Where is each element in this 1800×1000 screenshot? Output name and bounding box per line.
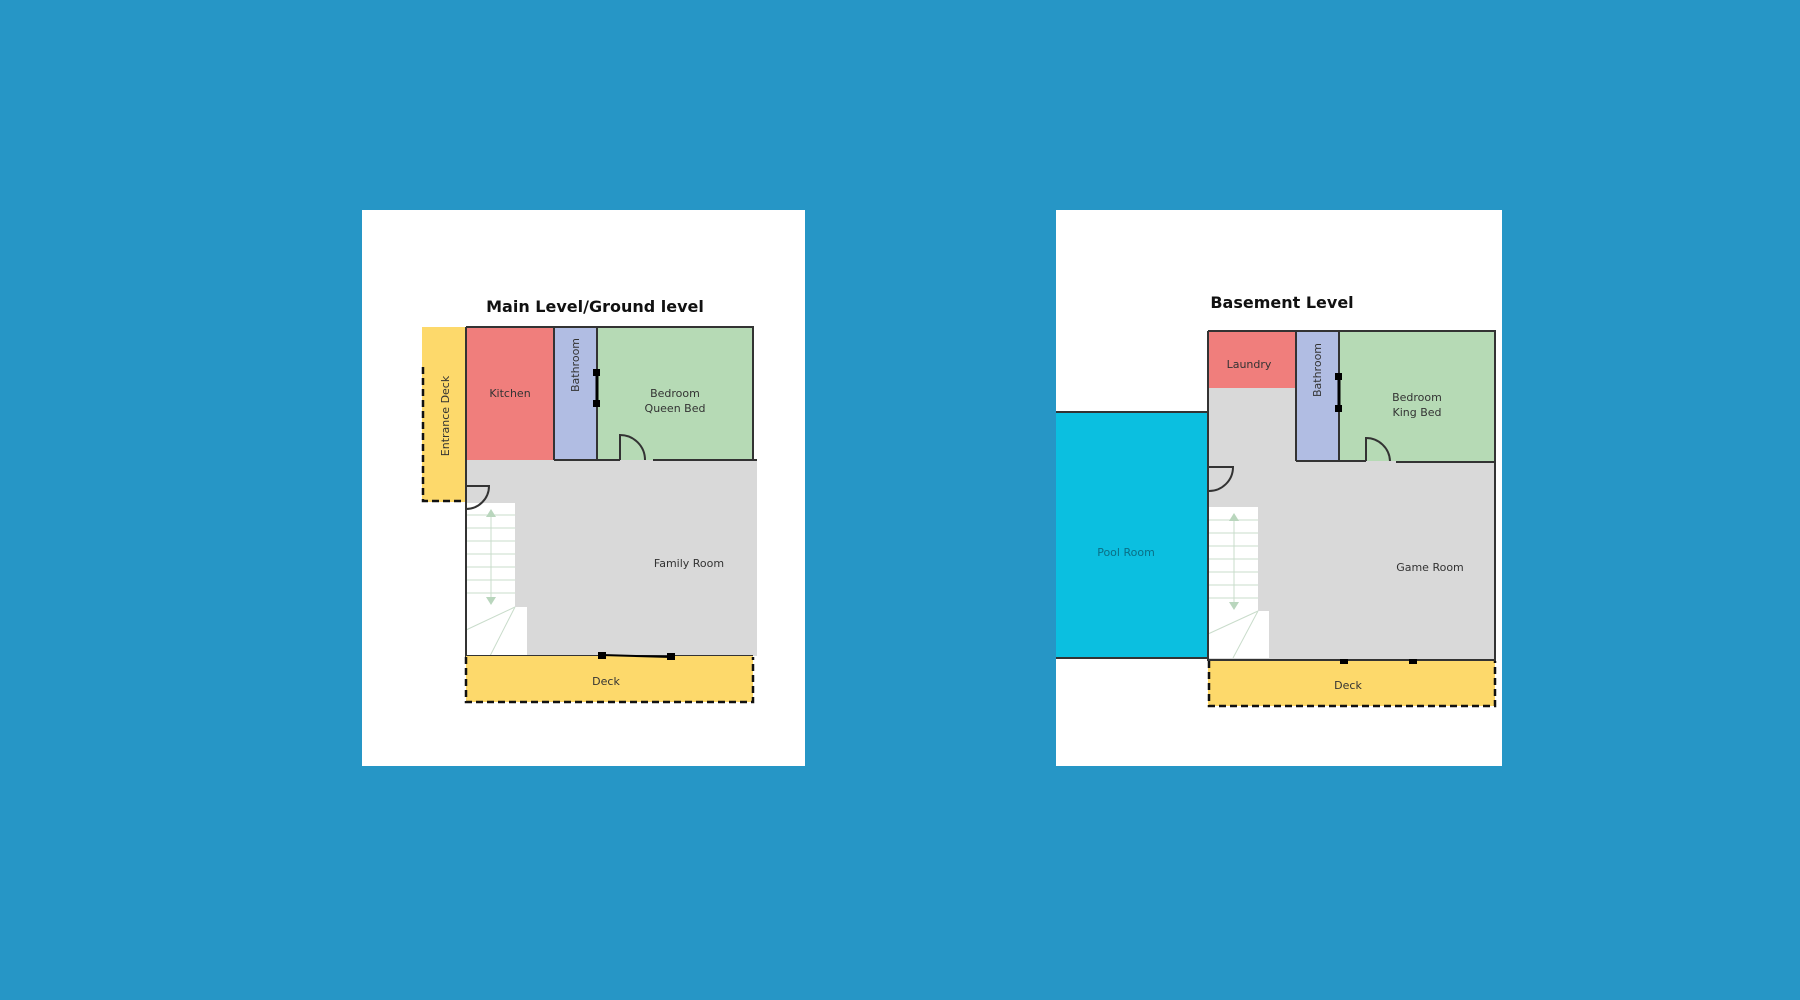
bedroom-label: Bedroom [650, 387, 700, 400]
bathroom-window-icon [593, 369, 600, 407]
basement-staircase-landing [1258, 611, 1269, 658]
basement-bathroom-label: Bathroom [1311, 343, 1324, 397]
staircase-landing [515, 607, 527, 656]
laundry [1208, 331, 1296, 388]
sliding-door-icon [598, 652, 675, 660]
basement-door-marker-icon [1340, 659, 1348, 664]
kitchen-label: Kitchen [489, 387, 530, 400]
bedroom-bed-label: Queen Bed [645, 402, 706, 415]
deck-railing [464, 657, 755, 704]
bedroom-door-icon [619, 433, 646, 461]
main-level-plan: Main Level/Ground level Entrance Deck [362, 210, 805, 766]
basement-level-title: Basement Level [1210, 293, 1353, 312]
basement-bedroom-label: Bedroom [1392, 391, 1442, 404]
main-level-title: Main Level/Ground level [486, 297, 704, 316]
laundry-label: Laundry [1227, 358, 1272, 371]
bathroom-label: Bathroom [569, 338, 582, 392]
basement-door-marker-icon [1409, 659, 1417, 664]
basement-deck-label: Deck [1334, 679, 1362, 692]
entrance-deck-label: Entrance Deck [439, 375, 452, 456]
bedroom [597, 327, 753, 460]
deck-label: Deck [592, 675, 620, 688]
entrance-deck-railing [421, 367, 466, 503]
basement-bedroom-door-icon [1365, 436, 1391, 462]
basement-level-plan: Basement Level Laundry Bathroom B [1056, 210, 1502, 766]
basement-bathroom-window-icon [1335, 373, 1342, 412]
basement-door-icon [1207, 466, 1235, 493]
entrance-door-icon [465, 485, 491, 510]
basement-staircase [1208, 507, 1258, 658]
kitchen [466, 327, 554, 460]
bathroom [554, 327, 597, 460]
basement-bathroom [1296, 331, 1339, 461]
deck [466, 656, 753, 702]
pool-room [1056, 412, 1208, 658]
basement-deck [1208, 661, 1495, 706]
basement-bedroom-bed-label: King Bed [1392, 406, 1441, 419]
family-room-label: Family Room [654, 557, 724, 570]
game-room-label: Game Room [1396, 561, 1464, 574]
stair-treads [465, 514, 516, 657]
pool-room-walls [1056, 411, 1208, 659]
basement-deck-railing [1207, 661, 1497, 708]
entrance-deck [422, 327, 466, 502]
pool-room-label: Pool Room [1097, 546, 1155, 559]
